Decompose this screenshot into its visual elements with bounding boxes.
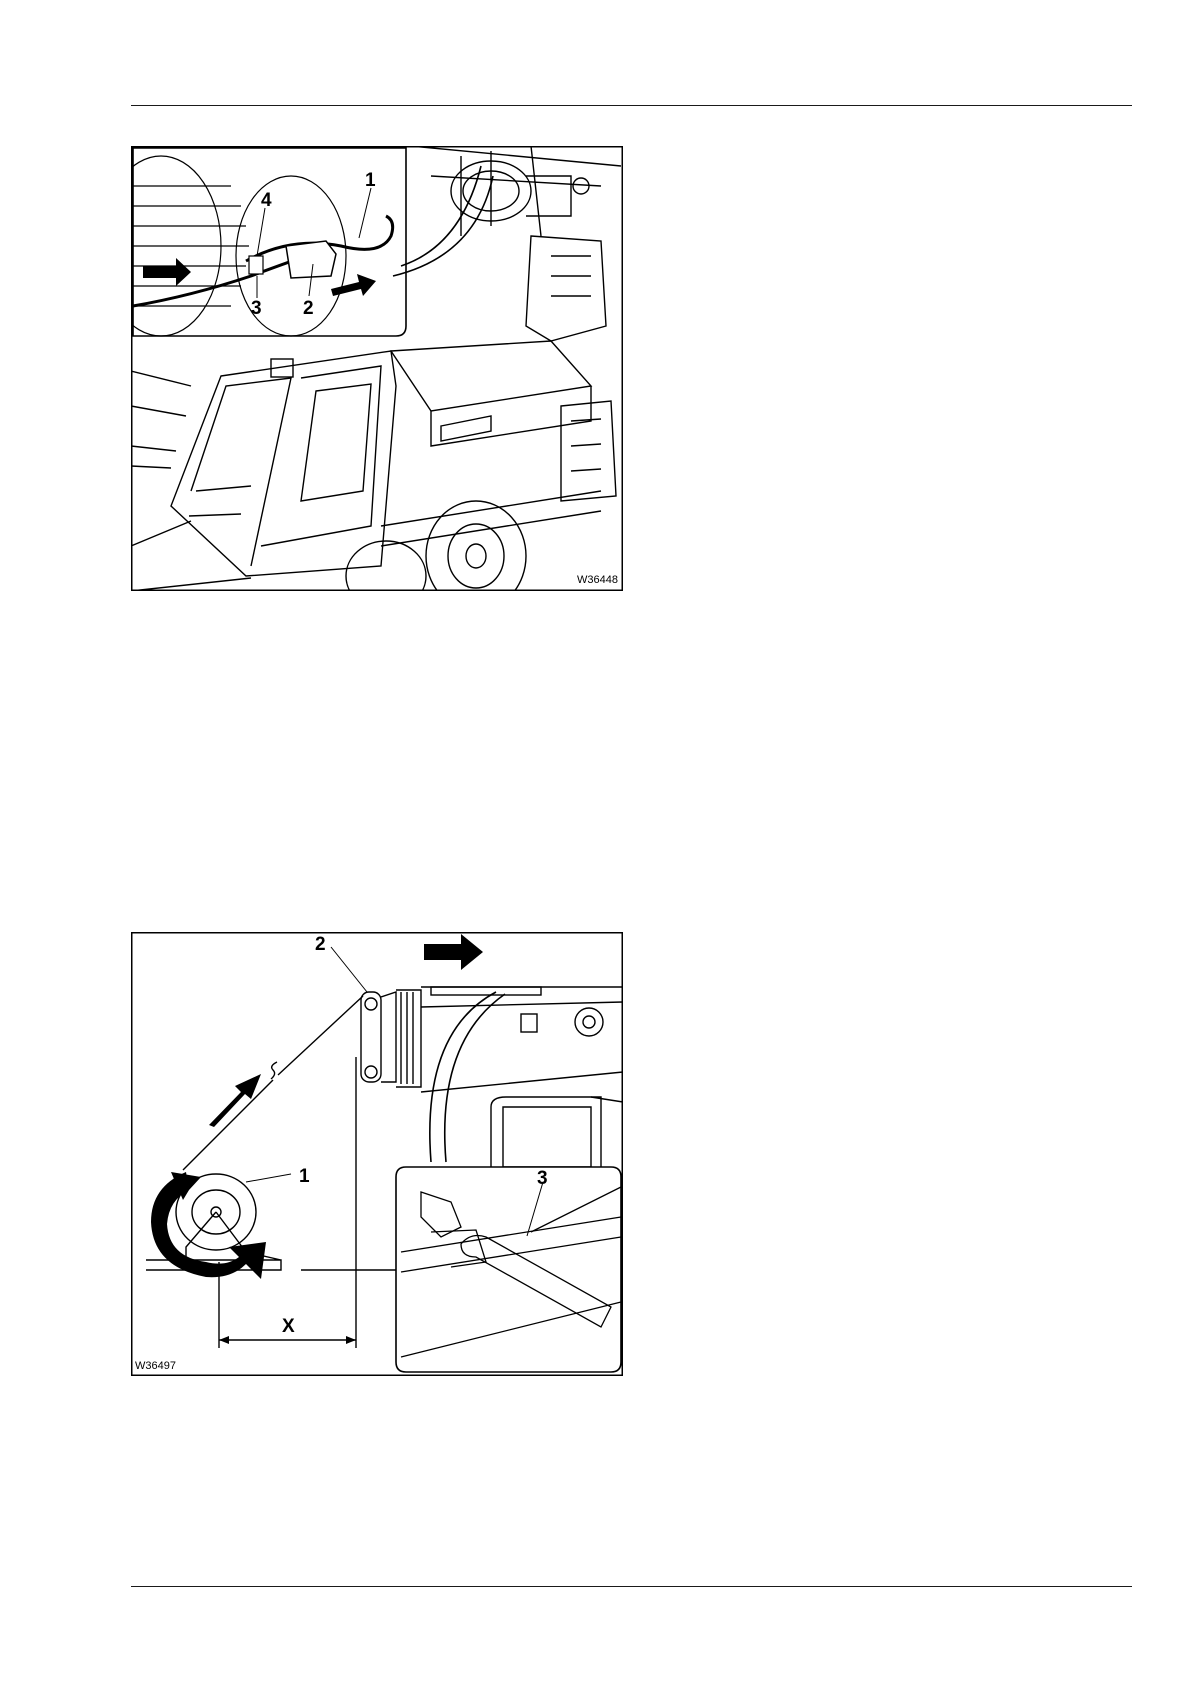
- callout-3: 3: [251, 298, 262, 319]
- callout-4: 4: [261, 190, 272, 211]
- callout-2: 2: [303, 298, 314, 319]
- figure-code: W36448: [577, 574, 618, 586]
- callout-1: 1: [299, 1166, 310, 1187]
- callout-2: 2: [315, 934, 326, 955]
- callout-3: 3: [537, 1168, 548, 1189]
- detail-inset-3: 3: [396, 1167, 621, 1372]
- footer-rule: [131, 1586, 1132, 1587]
- figure-crane-cab-rope: 1 2 3 4 W36448: [131, 146, 623, 591]
- callout-1: 1: [365, 170, 376, 191]
- figure-boom-rope-drum: 3 1 2 X W36497: [131, 932, 623, 1376]
- header-rule: [131, 105, 1132, 106]
- dimension-x-label: X: [282, 1316, 295, 1337]
- figure-code: W36497: [135, 1360, 176, 1372]
- illustration-boom-drum: 3 1 2 X W36497: [131, 932, 623, 1376]
- illustration-crane-cab: 1 2 3 4 W36448: [131, 146, 623, 591]
